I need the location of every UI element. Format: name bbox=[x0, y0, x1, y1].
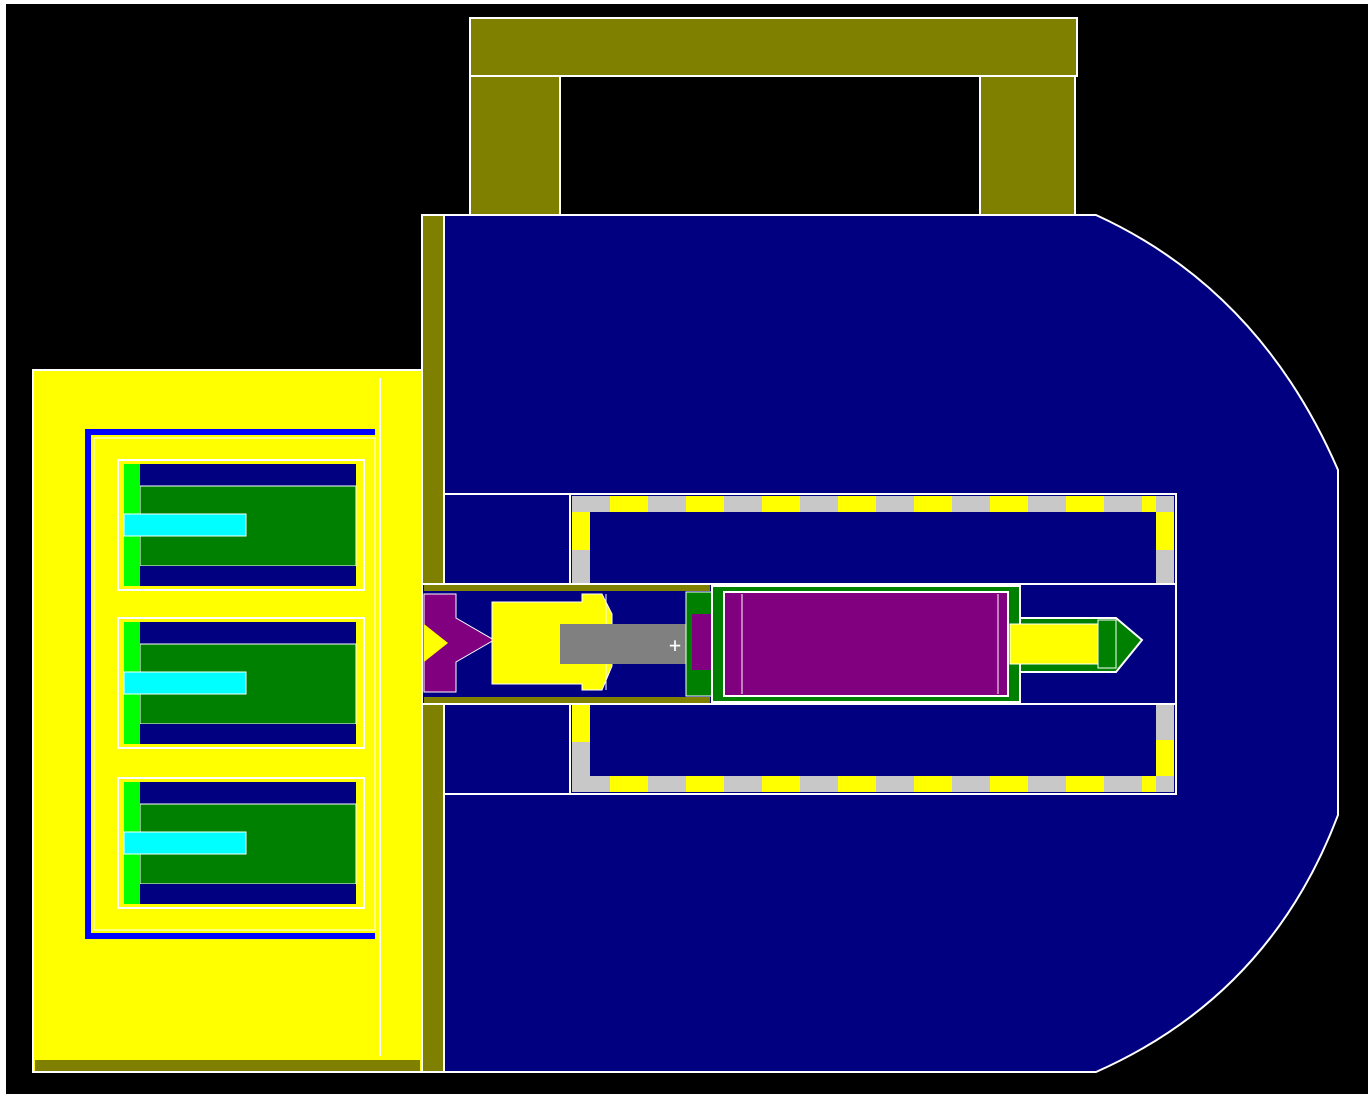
frame-segment-bottom bbox=[686, 776, 724, 792]
frame-corner bbox=[572, 496, 590, 512]
frame-segment-bottom bbox=[1066, 776, 1104, 792]
frame-segment-top bbox=[762, 496, 800, 512]
module-navy-band-top bbox=[140, 782, 356, 804]
handle-right-leg bbox=[979, 75, 1076, 216]
frame-segment-top bbox=[990, 496, 1028, 512]
frame-segment-bottom bbox=[1104, 776, 1142, 792]
handle-left-leg bbox=[469, 75, 561, 216]
green-tip-base bbox=[1097, 619, 1117, 669]
channel-bottom-strip bbox=[424, 697, 710, 703]
frame-segment-top bbox=[724, 496, 762, 512]
gray-rod bbox=[560, 624, 690, 664]
purple-cylinder bbox=[723, 591, 1009, 697]
purple-nozzle bbox=[423, 593, 495, 693]
frame-segment-top bbox=[1104, 496, 1142, 512]
frame-segment-top bbox=[610, 496, 648, 512]
frame-segment-bottom bbox=[800, 776, 838, 792]
handle-top-bar bbox=[469, 17, 1078, 77]
frame-segment-bottom bbox=[762, 776, 800, 792]
yellow-nozzle-tip bbox=[424, 624, 448, 662]
blue-frame bbox=[85, 429, 375, 939]
frame-segment-left bbox=[572, 512, 590, 550]
frame-segment-top bbox=[952, 496, 990, 512]
module-cyan-rod bbox=[123, 671, 247, 695]
side-box-bottom-strip bbox=[35, 1060, 420, 1071]
frame-segment-top bbox=[914, 496, 952, 512]
module-navy-band-top bbox=[140, 622, 356, 644]
module-cyan-rod bbox=[123, 513, 247, 537]
frame-corner bbox=[1156, 496, 1174, 512]
frame-segment-bottom bbox=[876, 776, 914, 792]
frame-segment-top bbox=[686, 496, 724, 512]
frame-segment-top bbox=[838, 496, 876, 512]
module-navy-band-top bbox=[140, 464, 356, 486]
frame-segment-top bbox=[800, 496, 838, 512]
module-navy-band-bottom bbox=[140, 566, 356, 586]
frame-segment-bottom bbox=[724, 776, 762, 792]
frame-corner bbox=[572, 776, 590, 792]
frame-segment-right bbox=[1156, 550, 1174, 588]
olive-handle bbox=[469, 17, 1078, 216]
frame-segment-bottom bbox=[952, 776, 990, 792]
blue-frame-inner-outline bbox=[93, 437, 376, 931]
yellow-output-rod-front bbox=[1009, 623, 1099, 665]
frame-segment-bottom bbox=[990, 776, 1028, 792]
module-navy-band-bottom bbox=[140, 884, 356, 904]
frame-segment-top bbox=[876, 496, 914, 512]
frame-segment-bottom bbox=[838, 776, 876, 792]
frame-segment-bottom bbox=[648, 776, 686, 792]
frame-segment-bottom bbox=[1028, 776, 1066, 792]
module-navy-band-bottom bbox=[140, 724, 356, 744]
channel-top-strip bbox=[424, 585, 710, 591]
cursor-crosshair: + bbox=[669, 633, 681, 657]
cylinder-module-2 bbox=[117, 617, 365, 749]
central-channel: + bbox=[421, 583, 1177, 705]
frame-segment-right bbox=[1156, 512, 1174, 550]
frame-segment-right bbox=[1156, 702, 1174, 740]
frame-segment-bottom bbox=[914, 776, 952, 792]
module-cyan-rod bbox=[123, 831, 247, 855]
frame-segment-top bbox=[1066, 496, 1104, 512]
frame-corner bbox=[1156, 776, 1174, 792]
yellow-holder bbox=[491, 593, 613, 691]
frame-segment-left bbox=[572, 550, 590, 584]
frame-segment-right bbox=[1156, 740, 1174, 776]
frame-segment-left bbox=[572, 704, 590, 742]
frame-segment-top bbox=[648, 496, 686, 512]
cylinder-module-3 bbox=[117, 777, 365, 909]
frame-segment-bottom bbox=[610, 776, 648, 792]
frame-segment-top bbox=[1028, 496, 1066, 512]
frame-segment-left bbox=[572, 742, 590, 776]
cylinder-module-1 bbox=[117, 459, 365, 591]
